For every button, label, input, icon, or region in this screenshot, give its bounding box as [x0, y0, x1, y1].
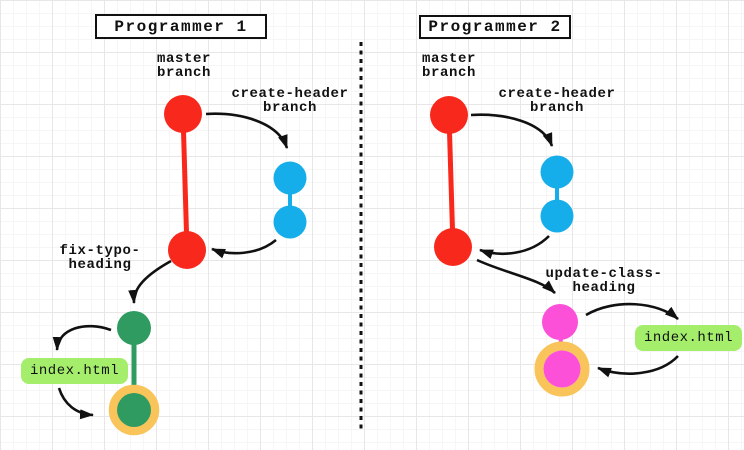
p1-arrow-branch-off [205, 112, 289, 149]
p2-topic-commit-1 [542, 304, 578, 340]
p2-arrow-commit-to-file [585, 302, 679, 321]
p1-arrow-commit-to-file [52, 324, 112, 351]
p2-topic-commit-2 [543, 350, 581, 388]
p2-title-box: Programmer 2 [419, 15, 571, 39]
p1-file-badge: index.html [21, 358, 129, 384]
p1-arrow-merge-back [211, 238, 277, 259]
p1-title-box: Programmer 1 [95, 14, 267, 39]
p2-master-commit-2 [434, 228, 472, 266]
p1-feature-commit-2 [273, 205, 307, 239]
p2-master-branch-label: master branch [422, 51, 477, 81]
p1-topic-commit-2 [117, 393, 151, 427]
p2-arrow-file-to-commit [597, 355, 679, 378]
p2-topic-branch-label: update-class- heading [545, 266, 663, 296]
p2-feature-branch-label: create-header branch [498, 86, 616, 116]
p2-arrow-new-topic [476, 258, 556, 294]
p2-master-commit-1 [430, 96, 468, 134]
p2-feature-commit-2 [540, 199, 574, 233]
p1-highlight-ring [108, 384, 160, 436]
p2-arrow-merge-back [479, 235, 550, 260]
p1-topic-branch-label: fix-typo- heading [59, 243, 141, 273]
p2-arrow-branch-off [470, 113, 554, 147]
p1-feature-commit-1 [273, 161, 307, 195]
p2-feature-commit-1 [540, 155, 574, 189]
p1-feature-branch-label: create-header branch [231, 86, 349, 116]
p1-master-branch-label: master branch [157, 51, 212, 81]
p1-arrow-new-topic [128, 259, 172, 304]
p1-master-branch-line [180, 113, 190, 251]
p2-highlight-ring [534, 341, 590, 397]
p2-title: Programmer 2 [428, 18, 562, 36]
p1-master-commit-1 [164, 95, 202, 133]
p1-title: Programmer 1 [114, 17, 248, 36]
p1-arrow-file-to-commit [57, 387, 94, 420]
p1-topic-commit-1 [117, 311, 151, 345]
p1-master-commit-2 [168, 231, 206, 269]
p2-master-branch-line [446, 114, 456, 248]
p2-file-badge: index.html [635, 325, 743, 351]
